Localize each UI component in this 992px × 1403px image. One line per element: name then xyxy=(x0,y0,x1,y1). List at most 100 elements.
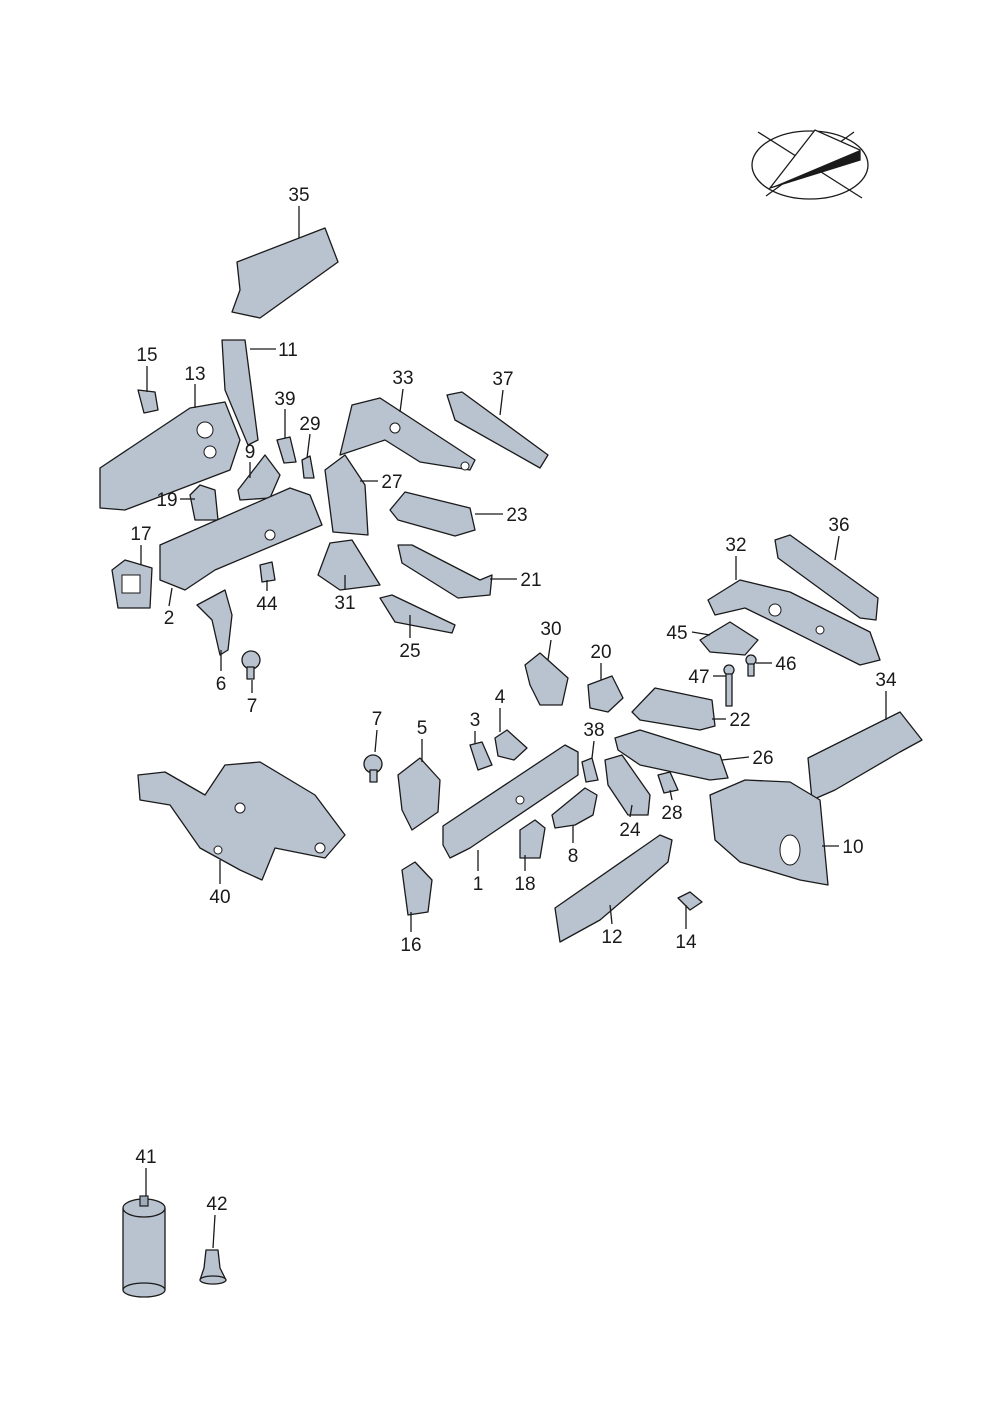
part-11 xyxy=(221,339,259,446)
leader-line xyxy=(547,639,552,661)
callout-label: 18 xyxy=(514,874,535,895)
callout-label: 46 xyxy=(775,654,796,675)
leader-line xyxy=(691,631,711,636)
part-44 xyxy=(259,561,276,583)
part-2 xyxy=(159,487,323,591)
part-22 xyxy=(631,687,716,731)
callout-label: 34 xyxy=(875,670,897,691)
part-35 xyxy=(231,227,339,319)
leader-line xyxy=(306,433,311,459)
part-40 xyxy=(137,761,346,881)
callout-label: 17 xyxy=(130,524,151,545)
part-32 xyxy=(707,579,881,666)
part-38 xyxy=(581,757,599,783)
part-6 xyxy=(196,589,233,656)
part-29 xyxy=(301,455,315,479)
part-1 xyxy=(442,744,579,859)
callout-label: 45 xyxy=(666,623,687,644)
bolt-7-bottom xyxy=(363,754,383,783)
bolt-47 xyxy=(723,664,735,707)
part-10 xyxy=(709,779,829,886)
part-3 xyxy=(469,741,493,771)
callout-label: 38 xyxy=(583,720,604,741)
part-45 xyxy=(699,621,759,656)
part-9 xyxy=(237,454,281,501)
callout-label: 19 xyxy=(156,490,177,511)
part-8 xyxy=(551,787,598,829)
leader-lines xyxy=(140,206,887,1249)
callout-label: 40 xyxy=(209,887,230,908)
callout-label: 25 xyxy=(399,641,420,662)
callout-label: 28 xyxy=(661,803,682,824)
part-33 xyxy=(339,397,476,471)
callout-label: 27 xyxy=(381,472,402,493)
leader-line xyxy=(834,535,840,561)
callout-label: 26 xyxy=(752,748,773,769)
callout-label: 8 xyxy=(568,846,579,867)
part-5 xyxy=(397,757,441,831)
callout-label: 23 xyxy=(506,505,527,526)
leader-line xyxy=(609,904,613,925)
part-25 xyxy=(379,594,456,634)
callout-label: 15 xyxy=(136,345,157,366)
leader-line xyxy=(591,740,595,759)
callout-label: 24 xyxy=(619,820,641,841)
part-27 xyxy=(324,454,369,536)
callout-label: 32 xyxy=(725,535,746,556)
callout-label: 35 xyxy=(288,185,309,206)
part-30 xyxy=(524,652,569,706)
callout-label: 2 xyxy=(164,608,175,629)
callout-label: 33 xyxy=(392,368,413,389)
leader-line xyxy=(212,1214,216,1249)
callout-label: 16 xyxy=(400,935,421,956)
part-14 xyxy=(677,891,703,911)
part-24 xyxy=(604,754,651,816)
callout-label: 39 xyxy=(274,389,295,410)
callout-label: 11 xyxy=(278,340,298,361)
callout-label: 10 xyxy=(842,837,863,858)
part-42-grommet xyxy=(199,1249,227,1285)
callout-label: 6 xyxy=(216,674,227,695)
part-20 xyxy=(587,675,624,713)
part-18 xyxy=(519,819,546,859)
part-21 xyxy=(397,544,493,599)
callout-label: 31 xyxy=(334,593,355,614)
part-31 xyxy=(317,539,381,591)
callout-label: 20 xyxy=(590,642,611,663)
callout-label: 12 xyxy=(601,927,622,948)
part-36 xyxy=(774,534,879,621)
part-12 xyxy=(554,834,673,943)
bolt-7-top xyxy=(241,650,261,680)
callout-label: 30 xyxy=(540,619,561,640)
callout-label: 3 xyxy=(470,710,481,731)
callout-label: 9 xyxy=(245,442,256,463)
callout-label: 41 xyxy=(135,1147,156,1168)
part-shapes xyxy=(99,227,923,1298)
leader-line xyxy=(669,789,673,801)
callout-label: 5 xyxy=(417,718,428,739)
leader-line xyxy=(721,756,750,761)
leader-line xyxy=(499,389,504,416)
part-15 xyxy=(137,389,159,414)
callout-label: 42 xyxy=(206,1194,227,1215)
callout-label: 13 xyxy=(184,364,205,385)
bolt-46 xyxy=(745,654,757,677)
part-4 xyxy=(494,729,528,761)
part-16 xyxy=(401,861,433,916)
callout-label: 44 xyxy=(256,594,278,615)
part-19 xyxy=(189,484,219,521)
part-26 xyxy=(614,729,729,781)
callout-label: 7 xyxy=(247,696,258,717)
callout-label: 7 xyxy=(372,709,383,730)
callout-label: 37 xyxy=(492,369,513,390)
part-23 xyxy=(389,491,476,537)
part-39 xyxy=(276,436,297,464)
part-34 xyxy=(807,711,923,801)
callout-label: 21 xyxy=(520,570,541,591)
callout-label: 47 xyxy=(688,667,709,688)
leader-line xyxy=(168,587,173,607)
callout-label: 29 xyxy=(299,414,320,435)
vehicle-direction-arrow-icon xyxy=(751,129,869,200)
callout-label: 36 xyxy=(828,515,849,536)
